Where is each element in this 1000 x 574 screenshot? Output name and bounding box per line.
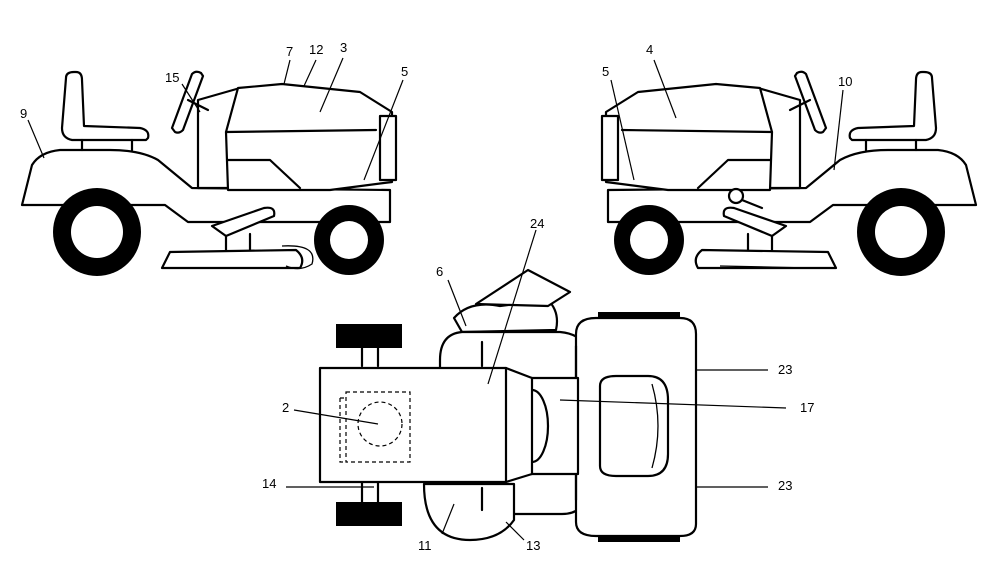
- callout-7: 7: [286, 44, 293, 59]
- callout-3: 3: [340, 40, 347, 55]
- right-side-view: [600, 70, 978, 276]
- callout-14: 14: [262, 476, 276, 491]
- callout-23-bottom: 23: [778, 478, 792, 493]
- callout-13: 13: [526, 538, 540, 553]
- left-side-view: [20, 70, 398, 276]
- top-view: [318, 268, 698, 542]
- callout-17: 17: [800, 400, 814, 415]
- callout-10: 10: [838, 74, 852, 89]
- callout-23-top: 23: [778, 362, 792, 377]
- callout-11: 11: [418, 538, 432, 553]
- callout-6: 6: [436, 264, 443, 279]
- callout-12: 12: [309, 42, 323, 57]
- callout-5-left: 5: [401, 64, 408, 79]
- callout-15: 15: [165, 70, 179, 85]
- callout-24: 24: [530, 216, 544, 231]
- callout-4: 4: [646, 42, 653, 57]
- callout-5-right: 5: [602, 64, 609, 79]
- callout-2: 2: [282, 400, 289, 415]
- leader-lines: [27, 57, 844, 541]
- callout-labels: 9 15 7 12 3 5 4 5 10 6 24 2 14 11 13 17 …: [20, 40, 852, 553]
- callout-9: 9: [20, 106, 27, 121]
